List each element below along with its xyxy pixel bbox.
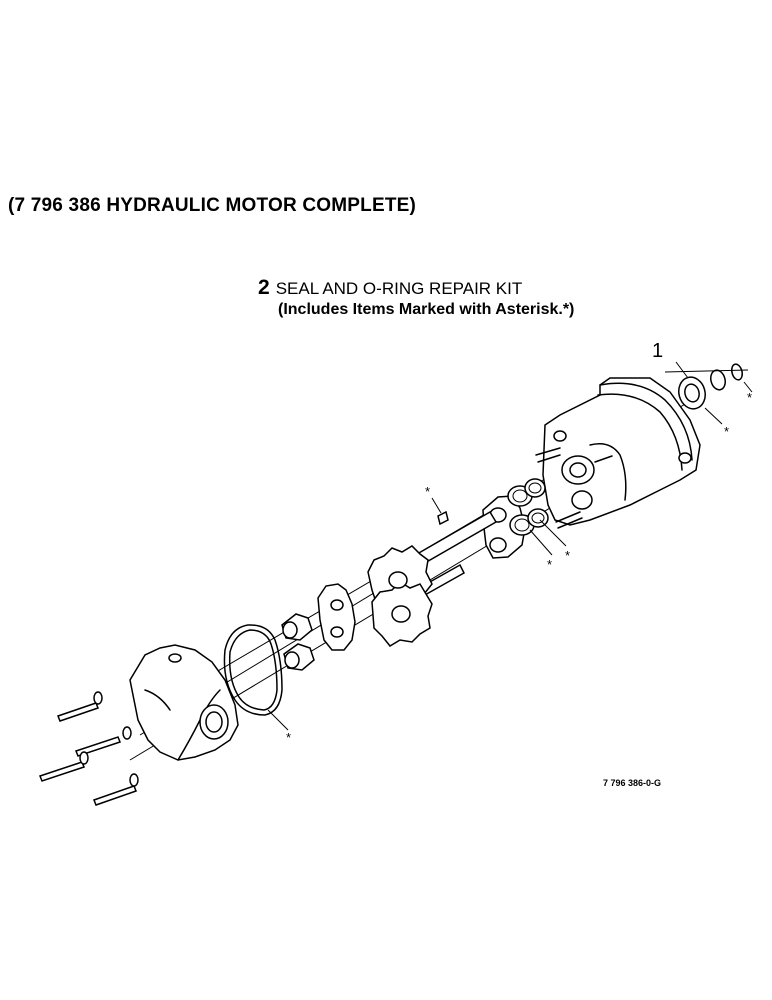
shaft-seal <box>678 376 706 410</box>
o-ring-set <box>507 478 549 536</box>
asterisk-marker: * <box>425 484 430 499</box>
cap-screws <box>39 691 139 806</box>
front-housing <box>129 644 239 761</box>
gear-pair <box>367 545 433 647</box>
repair-kit-note: (Includes Items Marked with Asterisk.*) <box>278 301 575 318</box>
leader-lines <box>267 361 753 731</box>
body-o-ring <box>223 624 283 716</box>
washer-snap-ring <box>710 363 744 391</box>
diagram-title: (7 796 386 HYDRAULIC MOTOR COMPLETE) <box>8 195 417 216</box>
callout-item-1: 1 <box>652 340 663 362</box>
figure-code: 7 796 386-0-G <box>603 778 662 788</box>
asterisk-marker: * <box>565 548 570 563</box>
bushings <box>281 613 315 671</box>
wear-plate <box>482 495 526 559</box>
asterisk-marker: * <box>724 424 729 439</box>
repair-kit-heading: 2 SEAL AND O-RING REPAIR KIT <box>258 276 522 300</box>
front-wear-plate <box>317 583 356 651</box>
shaft-key <box>437 510 449 526</box>
asterisk-marker: * <box>747 390 752 405</box>
repair-kit-item-number: 2 <box>258 276 270 299</box>
rear-housing <box>535 377 701 529</box>
asterisk-marker: * <box>547 557 552 572</box>
asterisk-marker: * <box>286 730 291 745</box>
repair-kit-name: SEAL AND O-RING REPAIR KIT <box>275 279 523 298</box>
